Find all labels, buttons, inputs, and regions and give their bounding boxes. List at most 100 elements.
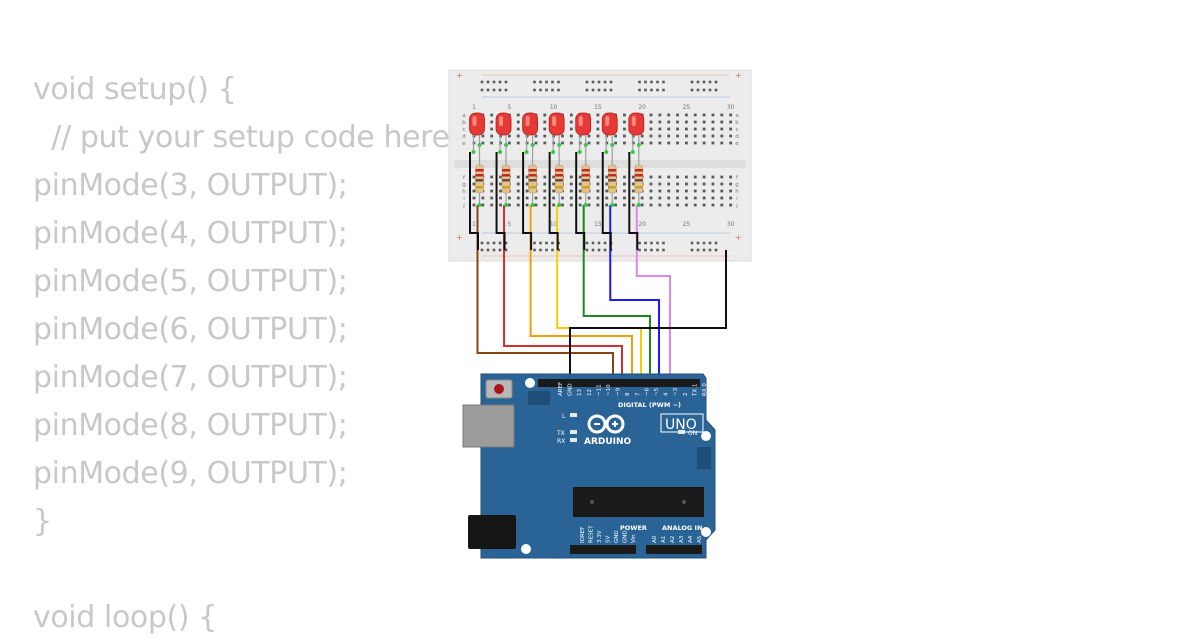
breadboard-hole: [623, 189, 626, 193]
breadboard-hole: [631, 182, 635, 186]
breadboard-hole: [711, 182, 715, 186]
breadboard-hole: [472, 196, 476, 200]
breadboard-hole: [623, 141, 626, 145]
rail-hole: [662, 88, 665, 92]
breadboard-hole: [569, 141, 573, 145]
breadboard-hole: [729, 196, 733, 200]
resistor-band: [555, 186, 564, 189]
code-line[interactable]: pinMode(4, OUTPUT);: [33, 216, 348, 251]
rail-hole: [557, 80, 560, 84]
breadboard-hole: [631, 189, 635, 193]
breadboard-hole: [490, 134, 494, 138]
arduino-brand: ARDUINO: [584, 437, 632, 447]
code-editor[interactable]: void setup() { // put your setup code he…: [33, 66, 1133, 642]
power-pin-label: RESET: [589, 525, 595, 543]
code-line[interactable]: }: [33, 504, 52, 539]
rail-hole: [492, 80, 496, 84]
column-number-top: 10: [550, 104, 558, 111]
breadboard-hole: [578, 196, 582, 200]
column-number-bottom: 10: [550, 221, 558, 228]
code-line[interactable]: pinMode(8, OUTPUT);: [33, 408, 348, 443]
breadboard-hole: [534, 196, 538, 200]
digital-label: DIGITAL (PWM ~): [618, 401, 681, 409]
led-highlight: [472, 116, 477, 126]
row-letter-left: e: [462, 141, 466, 147]
breadboard-hole: [516, 127, 520, 131]
row-letter-left: i: [463, 196, 465, 202]
icsp-header-top: [528, 391, 550, 405]
breadboard-hole: [631, 175, 635, 179]
arduino-model: UNO: [665, 417, 697, 433]
breadboard-hole: [543, 113, 547, 117]
resistor-band: [502, 174, 511, 177]
breadboard-hole: [631, 196, 635, 200]
resistor-band: [608, 174, 617, 177]
breadboard-hole: [623, 134, 626, 138]
breadboard-hole: [596, 113, 600, 117]
power-header: [570, 545, 636, 554]
row-letter-right: j: [735, 203, 738, 209]
breadboard-hole: [711, 175, 715, 179]
rail-hole: [690, 88, 694, 92]
reset-button-cap[interactable]: [494, 384, 504, 394]
resistor-band: [634, 174, 643, 177]
on-led: [678, 430, 685, 434]
rail-hole: [591, 80, 595, 84]
breadboard-hole: [596, 182, 600, 186]
digital-pin-label: 4: [664, 392, 670, 396]
code-line[interactable]: void setup() {: [33, 72, 237, 107]
breadboard-hole: [525, 196, 529, 200]
breadboard-hole: [490, 182, 494, 186]
resistor-band: [608, 169, 617, 172]
power-jack: [468, 515, 516, 549]
rail-hole: [650, 248, 653, 252]
breadboard-hole: [543, 175, 547, 179]
breadboard-hole: [596, 141, 600, 145]
code-line[interactable]: pinMode(5, OUTPUT);: [33, 264, 348, 299]
breadboard-hole: [667, 113, 671, 117]
analog-header: [646, 545, 702, 554]
rail-hole: [650, 88, 653, 92]
code-line[interactable]: // put your setup code here: [33, 120, 450, 155]
wires: [469, 152, 727, 381]
breadboard-hole: [623, 203, 626, 207]
code-line[interactable]: void loop() {: [33, 600, 217, 635]
code-line[interactable]: pinMode(3, OUTPUT);: [33, 168, 348, 203]
digital-pin-label: ~5: [654, 387, 660, 396]
digital-pin-label: ~9: [616, 387, 622, 396]
breadboard-hole: [481, 196, 485, 200]
signal-wire: [503, 205, 623, 381]
rail-plus-bottom-right: +: [735, 233, 742, 242]
code-line[interactable]: pinMode(7, OUTPUT);: [33, 360, 348, 395]
breadboard-hole: [649, 120, 653, 124]
rail-hole: [644, 241, 647, 245]
breadboard-hole: [711, 141, 715, 145]
breadboard-hole: [693, 189, 697, 193]
rail-hole: [551, 88, 554, 92]
breadboard-hole: [516, 203, 520, 207]
breadboard-hole: [596, 120, 600, 124]
code-line[interactable]: pinMode(9, OUTPUT);: [33, 456, 348, 491]
signal-wire: [476, 205, 614, 381]
rail-hole: [656, 248, 659, 252]
breadboard-hole: [490, 141, 494, 145]
led-highlight: [499, 116, 504, 126]
rail-hole: [504, 241, 508, 245]
breadboard-hole: [605, 203, 609, 207]
breadboard-hole: [614, 141, 617, 145]
breadboard-hole: [702, 203, 706, 207]
ground-wire: [569, 250, 727, 381]
resistor-band: [528, 179, 537, 182]
row-letter-left: b: [462, 120, 466, 126]
mount-hole-2: [701, 431, 711, 441]
breadboard-hole: [578, 182, 582, 186]
breadboard-hole: [676, 189, 679, 193]
column-number-bottom: 1: [472, 221, 476, 228]
rail-hole: [714, 248, 718, 252]
code-line[interactable]: pinMode(6, OUTPUT);: [33, 312, 348, 347]
breadboard-hole: [685, 141, 688, 145]
breadboard-hole: [729, 189, 733, 193]
power-pin-label: 3.3V: [597, 530, 603, 543]
